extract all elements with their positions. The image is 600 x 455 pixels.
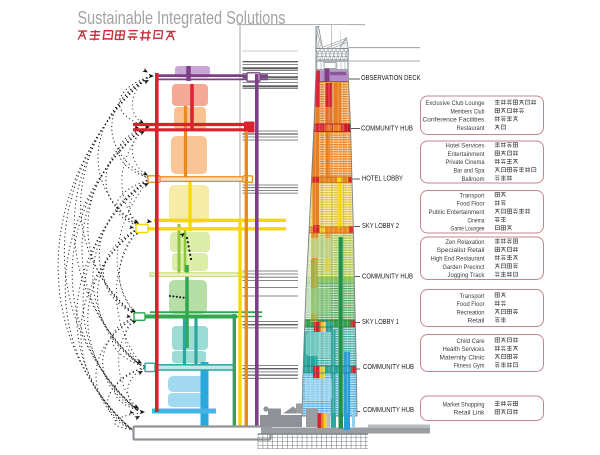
- svg-text:Retail Link: Retail Link: [454, 410, 486, 417]
- svg-text:Fitness Gym: Fitness Gym: [454, 363, 485, 370]
- svg-text:Exclusive Club Lounge: Exclusive Club Lounge: [426, 100, 485, 107]
- svg-text:Food Floor: Food Floor: [457, 301, 485, 308]
- svg-text:Specialist Retail: Specialist Retail: [437, 247, 485, 254]
- svg-text:COMMUNITY HUB: COMMUNITY HUB: [363, 405, 414, 414]
- svg-text:High End Restaurant: High End Restaurant: [431, 255, 485, 262]
- svg-text:Cinema: Cinema: [468, 217, 485, 224]
- svg-text:HOTEL LOBBY: HOTEL LOBBY: [362, 174, 403, 183]
- svg-text:Retail: Retail: [468, 318, 485, 325]
- svg-text:Restaurant: Restaurant: [457, 125, 485, 132]
- svg-text:COMMUNITY HUB: COMMUNITY HUB: [363, 362, 414, 371]
- svg-text:Maternity Clinic: Maternity Clinic: [440, 354, 485, 361]
- svg-text:COMMUNITY HUB: COMMUNITY HUB: [361, 124, 413, 133]
- svg-text:OBSERVATION DECK: OBSERVATION DECK: [361, 73, 421, 82]
- svg-text:Ballroom: Ballroom: [462, 176, 485, 183]
- svg-text:Sustainable Integrated Solutio: Sustainable Integrated Solutions: [78, 8, 286, 28]
- svg-text:Public Entertainment: Public Entertainment: [429, 209, 485, 216]
- svg-text:Jogging Track: Jogging Track: [448, 272, 486, 279]
- svg-text:SKY LOBBY 2: SKY LOBBY 2: [362, 221, 399, 230]
- svg-text:Health Services: Health Services: [443, 346, 485, 353]
- svg-text:Recreation: Recreation: [457, 309, 485, 316]
- svg-text:Market Shopping: Market Shopping: [443, 401, 485, 408]
- svg-text:Food Floor: Food Floor: [457, 201, 485, 208]
- svg-text:Garden Precinct: Garden Precinct: [443, 264, 485, 271]
- svg-text:Transport: Transport: [460, 293, 485, 300]
- svg-text:Members Club: Members Club: [451, 108, 485, 115]
- svg-text:SKY LOBBY 1: SKY LOBBY 1: [362, 317, 399, 326]
- svg-text:Bar and Spa: Bar and Spa: [454, 168, 485, 175]
- svg-text:Zen Relaxation: Zen Relaxation: [446, 239, 485, 246]
- svg-text:Hotel Services: Hotel Services: [446, 143, 485, 150]
- svg-text:COMMUNITY HUB: COMMUNITY HUB: [362, 271, 413, 280]
- svg-text:Private Cinema: Private Cinema: [446, 159, 485, 166]
- svg-text:Conference Facilities: Conference Facilities: [423, 117, 485, 124]
- svg-text:Entertainment: Entertainment: [448, 151, 485, 158]
- svg-text:Game Loungee: Game Loungee: [451, 226, 485, 233]
- svg-text:Child Care: Child Care: [457, 338, 485, 345]
- svg-text:Transport: Transport: [460, 192, 485, 199]
